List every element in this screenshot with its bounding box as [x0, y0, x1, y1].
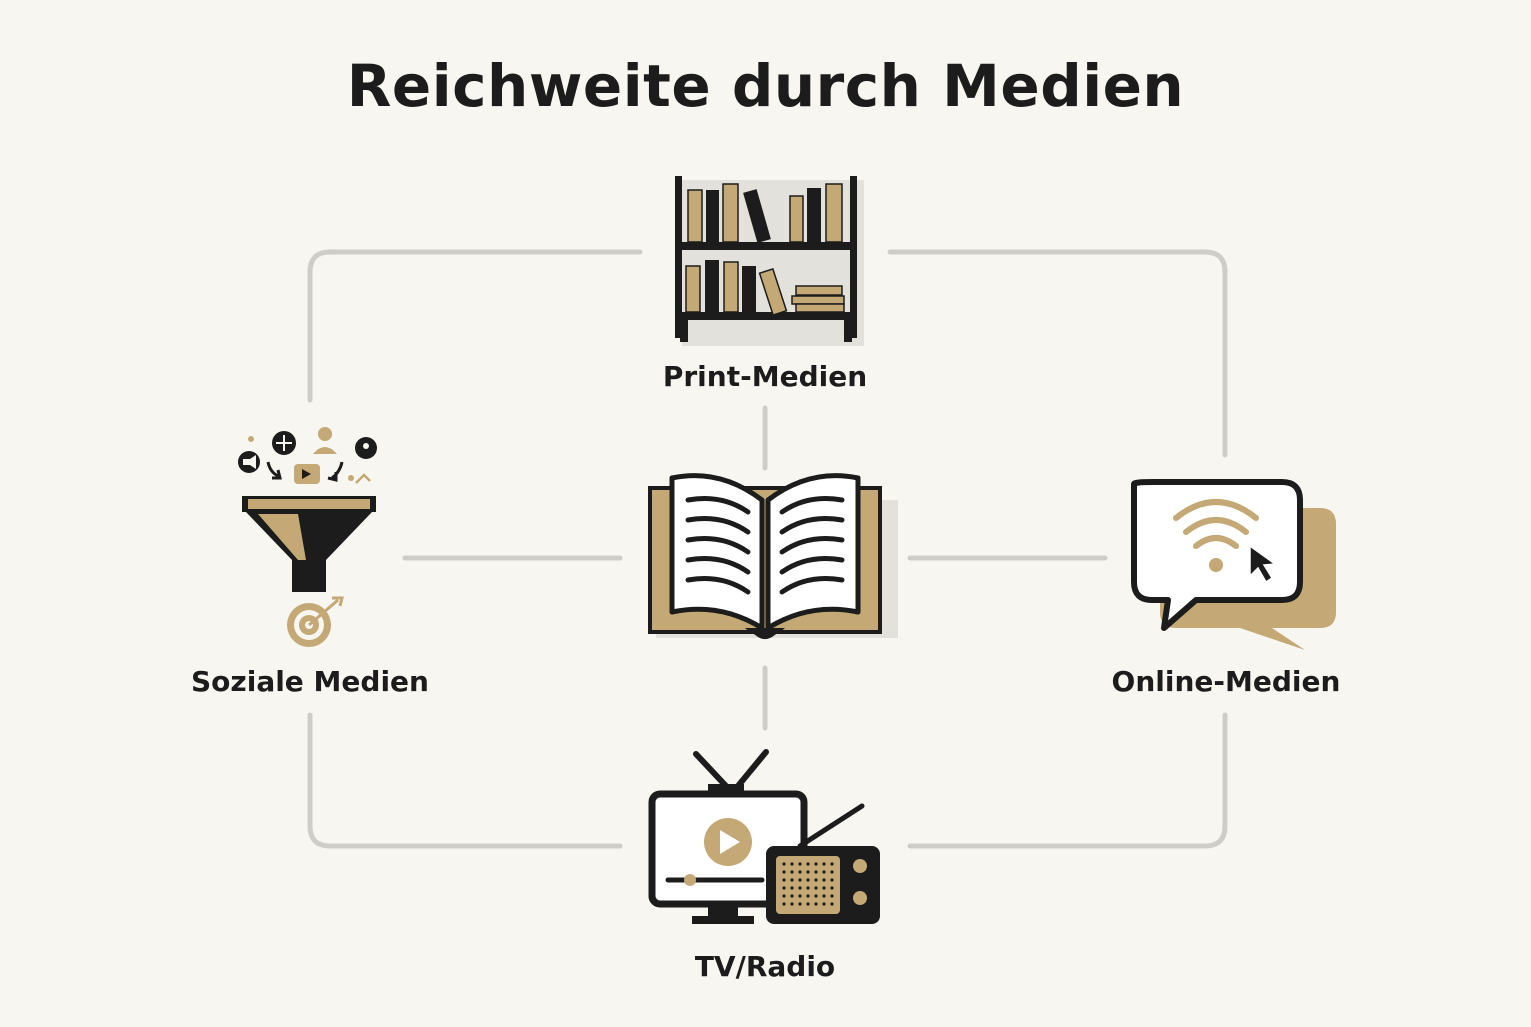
page-title: Reichweite durch Medien: [346, 52, 1185, 120]
label-print-medien: Print-Medien: [662, 360, 868, 393]
connector-print-social: [307, 249, 643, 403]
label-soziale-medien: Soziale Medien: [191, 665, 429, 698]
connector-social-tvradio: [307, 712, 623, 849]
label-tv-radio: TV/Radio: [694, 950, 836, 983]
connector-print-online: [887, 249, 1228, 458]
label-online-medien: Online-Medien: [1111, 665, 1341, 698]
connector-online-tvradio: [907, 712, 1228, 849]
